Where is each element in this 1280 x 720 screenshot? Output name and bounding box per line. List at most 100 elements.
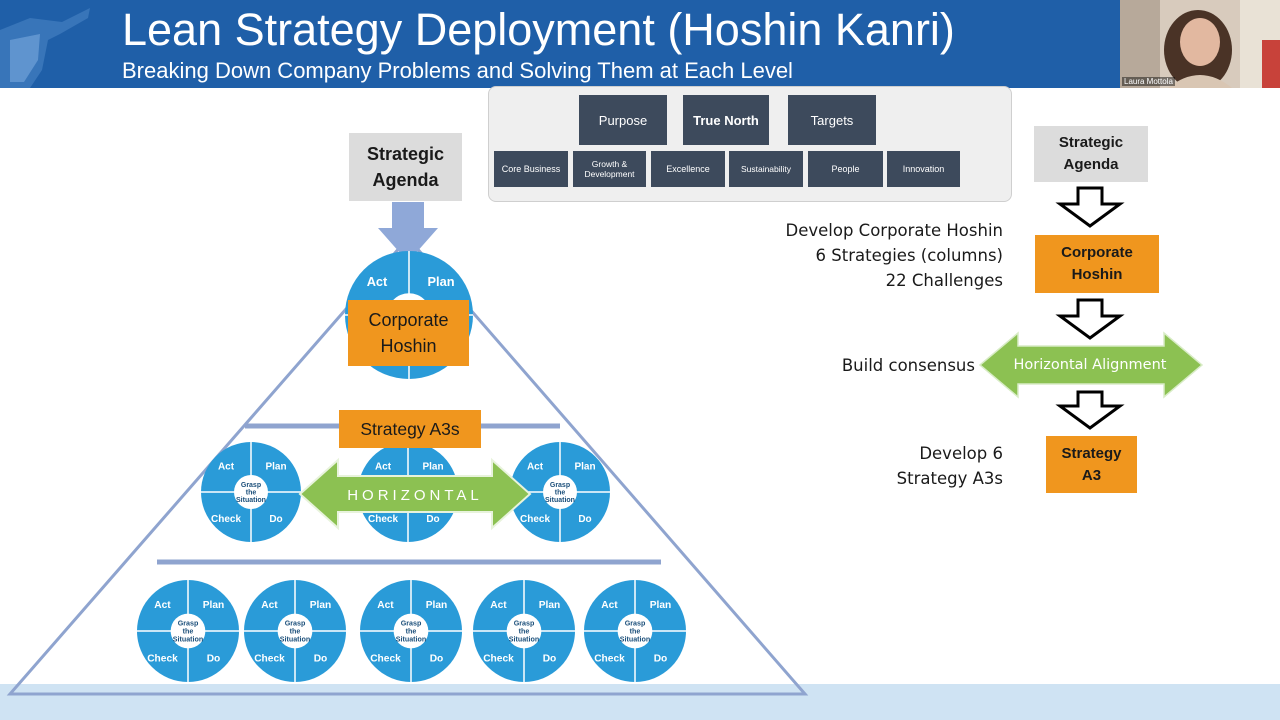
- pdca-plan-label: Plan: [426, 600, 448, 611]
- pdca-do-label: Do: [269, 514, 282, 525]
- pdca-act-label: Act: [154, 600, 171, 611]
- pdca-center-label: Grasp: [285, 620, 306, 628]
- pdca-center-label: Situation: [396, 635, 426, 643]
- pdca-act-label: Act: [218, 462, 235, 473]
- pdca-center-label: the: [519, 627, 530, 635]
- pdca-act-label: Act: [601, 600, 618, 611]
- pdca-plan-label: Plan: [203, 600, 225, 611]
- pdca-center-label: Grasp: [625, 620, 646, 628]
- pdca-center-label: Situation: [509, 635, 539, 643]
- purpose-box: Purpose: [579, 95, 667, 145]
- horizontal-label: HORIZONTAL: [347, 487, 483, 504]
- pdca-center-label: Situation: [236, 497, 266, 504]
- flow-corporate-hoshin-box: Corporate Hoshin: [1035, 235, 1159, 293]
- pdca-center-label: the: [406, 627, 417, 635]
- pdca-center-label: Situation: [173, 635, 203, 643]
- pdca-plan-label: Plan: [650, 600, 672, 611]
- develop-corporate-hoshin-line: Develop Corporate Hoshin: [785, 221, 1004, 240]
- pdca-plan-label: Plan: [574, 462, 595, 473]
- pdca-center-label: the: [555, 489, 566, 496]
- pdca-do-label: Do: [654, 654, 668, 665]
- pdca-do-label: Do: [430, 654, 444, 665]
- pdca-center-label: Grasp: [401, 620, 422, 628]
- pdca-center: [506, 613, 542, 649]
- targets-box: Targets: [788, 95, 876, 145]
- slide-footer-band: [0, 684, 1280, 720]
- slide-subtitle: Breaking Down Company Problems and Solvi…: [122, 58, 793, 83]
- pdca-plan-label: Plan: [422, 462, 443, 473]
- challenges-line: 22 Challenges: [885, 271, 1003, 290]
- pdca-center: [393, 613, 429, 649]
- pdca-check-label: Check: [520, 514, 550, 525]
- develop-six-line: Develop 6: [919, 444, 1003, 463]
- pdca-check-label: Check: [254, 654, 285, 665]
- pdca-plan-label: Plan: [539, 600, 561, 611]
- strategy-a3s-line: Strategy A3s: [896, 469, 1003, 488]
- core-business-box: Core Business: [494, 151, 568, 187]
- pdca-do-label: Do: [543, 654, 557, 665]
- down-arrow-icon: [378, 202, 438, 262]
- pdca-check-label: Check: [594, 654, 625, 665]
- pdca-do-label: Do: [578, 514, 591, 525]
- pdca-center: [617, 613, 653, 649]
- pdca-act-label: Act: [367, 274, 388, 289]
- growth-development-box: Growth & Development: [573, 151, 646, 187]
- pdca-center: [277, 613, 313, 649]
- true-north-box: True North: [683, 95, 769, 145]
- pdca-check-label: Check: [147, 654, 178, 665]
- strategy-a3s-box: Strategy A3s: [339, 410, 481, 448]
- pdca-act-label: Act: [527, 462, 544, 473]
- pdca-center-label: the: [630, 627, 641, 635]
- build-consensus-text: Build consensus: [841, 356, 975, 375]
- horizontal-alignment-label: Horizontal Alignment: [1013, 357, 1167, 373]
- sustainability-box: Sustainability: [729, 151, 803, 187]
- develop-corporate-hoshin-text: Develop Corporate Hoshin 6 Strategies (c…: [760, 218, 1004, 293]
- pdca-center-label: Situation: [280, 635, 310, 643]
- pdca-do-label: Do: [314, 654, 328, 665]
- innovation-box: Innovation: [887, 151, 960, 187]
- pdca-center-label: Situation: [545, 497, 575, 504]
- pdca-check-label: Check: [368, 514, 398, 525]
- pdca-center-label: the: [246, 489, 257, 496]
- company-logo-icon: [0, 8, 90, 88]
- people-box: People: [808, 151, 883, 187]
- pdca-center-label: Situation: [620, 635, 650, 643]
- pdca-center: [234, 475, 268, 509]
- strategic-agenda-box: Strategic Agenda: [349, 133, 462, 201]
- pdca-act-label: Act: [490, 600, 507, 611]
- slide-title: Lean Strategy Deployment (Hoshin Kanri): [122, 4, 955, 55]
- pdca-act-label: Act: [375, 462, 392, 473]
- strategies-columns-line: 6 Strategies (columns): [815, 246, 1003, 265]
- pdca-plan-label: Plan: [310, 600, 332, 611]
- pdca-center: [543, 475, 577, 509]
- pdca-plan-label: Plan: [265, 462, 286, 473]
- develop-a3s-text: Develop 6 Strategy A3s: [860, 441, 1003, 491]
- pdca-act-label: Act: [261, 600, 278, 611]
- horizontal-double-arrow-icon: [298, 457, 532, 531]
- slide-header: Lean Strategy Deployment (Hoshin Kanri) …: [0, 0, 1280, 88]
- pdca-check-label: Check: [211, 514, 241, 525]
- pdca-center: [170, 613, 206, 649]
- pdca-plan-label: Plan: [427, 274, 454, 289]
- participant-video[interactable]: Laura Mottola: [1120, 0, 1280, 88]
- participant-name: Laura Mottola: [1122, 77, 1175, 86]
- corporate-hoshin-box: Corporate Hoshin: [348, 300, 469, 366]
- pdca-center-label: Grasp: [241, 482, 261, 489]
- pdca-act-label: Act: [377, 600, 394, 611]
- pdca-center-label: Grasp: [550, 482, 570, 489]
- pdca-do-label: Do: [207, 654, 221, 665]
- pdca-do-label: Do: [426, 514, 439, 525]
- participant-avatar: [1120, 0, 1280, 88]
- pdca-center-label: Grasp: [514, 620, 535, 628]
- pdca-center-label: the: [290, 627, 301, 635]
- pdca-check-label: Check: [370, 654, 401, 665]
- flow-strategy-a3-box: Strategy A3: [1046, 436, 1137, 493]
- flow-strategic-agenda-box: Strategic Agenda: [1034, 126, 1148, 182]
